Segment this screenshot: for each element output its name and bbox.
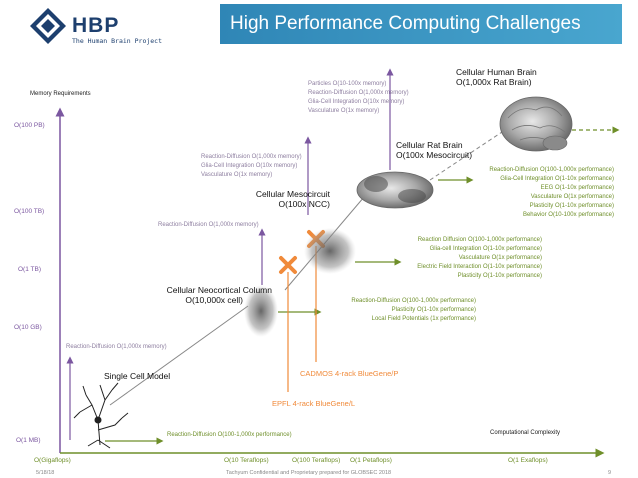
- memory-note-single-cell: Reaction-Diffusion O(1,000x memory): [66, 344, 167, 350]
- hbp-logo-icon: [28, 6, 68, 46]
- diagonal-arrow-3: [429, 129, 506, 181]
- memory-note-mesocircuit-2: Vasculature O(1x memory): [201, 172, 273, 178]
- label-neocortical-2: O(10,000x cell): [185, 295, 243, 305]
- footer-page-number: 9: [608, 470, 612, 476]
- label-rat-2: O(100x Mesocircuit): [396, 150, 473, 160]
- y-tick-1tb: O(1 TB): [18, 266, 41, 273]
- perf-note-single-cell: Reaction-Diffusion O(100-1,000x performa…: [167, 432, 292, 438]
- logo-subtitle: The Human Brain Project: [72, 37, 163, 45]
- memory-note-mesocircuit-1: Glia-Cell Integration O(10x memory): [201, 163, 298, 169]
- x-tick-gigaflops: O(Gigaflops): [34, 457, 71, 464]
- mesocircuit-image: [304, 228, 356, 274]
- perf-note-mesocircuit-0: Reaction Diffusion O(100-1,000x performa…: [417, 237, 542, 243]
- label-mesocircuit-1: Cellular Mesocircuit: [255, 189, 330, 199]
- perf-note-mesocircuit-1: Glia-cell Integration O(1-10x performanc…: [429, 246, 542, 252]
- memory-note-rat-1: Reaction-Diffusion O(1,000x memory): [308, 90, 409, 96]
- y-tick-100tb: O(100 TB): [14, 208, 45, 215]
- page-title: High Performance Computing Challenges: [220, 4, 622, 44]
- x-axis-title: Computational Complexity: [490, 430, 561, 436]
- x-tick-1-petaflops: O(1 Petaflops): [350, 457, 392, 464]
- perf-note-mesocircuit-3: Electric Field Interaction O(1-10x perfo…: [417, 264, 542, 270]
- memory-note-neocortical: Reaction-Diffusion O(1,000x memory): [158, 222, 259, 228]
- rat-brain-image: [356, 171, 434, 209]
- footer-confidential: Tachyum Confidential and Proprietary pre…: [226, 470, 392, 476]
- perf-note-rat-0: Reaction-Diffusion O(100-1,000x performa…: [489, 167, 614, 173]
- human-brain-image: [499, 96, 573, 152]
- footer-date: 5/18/18: [36, 470, 55, 476]
- y-tick-10gb: O(10 GB): [14, 324, 42, 331]
- memory-note-rat-3: Vasculature O(1x memory): [308, 108, 380, 114]
- perf-note-mesocircuit-4: Plasticity O(1-10x performance): [457, 273, 542, 279]
- memory-note-mesocircuit-0: Reaction-Diffusion O(1,000x memory): [201, 154, 302, 160]
- perf-note-rat-1: Glia-Cell Integration O(1-10x performanc…: [500, 176, 614, 182]
- memory-note-rat-0: Particles O(10-100x memory): [308, 81, 387, 87]
- label-epfl: EPFL 4-rack BlueGene/L: [272, 399, 356, 408]
- perf-note-rat-3: Vasculature O(1x performance): [530, 194, 614, 200]
- label-neocortical-1: Cellular Neocortical Column: [166, 285, 272, 295]
- y-tick-1mb: O(1 MB): [16, 437, 41, 444]
- x-tick-1-exaflops: O(1 Exaflops): [508, 457, 548, 464]
- x-tick-100-teraflops: O(100 Teraflops): [292, 457, 341, 464]
- neocortical-column-image: [244, 285, 278, 337]
- perf-note-rat-4: Plasticity O(1-10x performance): [529, 203, 614, 209]
- perf-note-rat-5: Behavior O(10-100x performance): [522, 212, 614, 218]
- label-single-cell: Single Cell Model: [104, 371, 171, 381]
- memory-note-rat-2: Glia-Cell Integration O(10x memory): [308, 99, 405, 105]
- label-human-1: Cellular Human Brain: [456, 67, 537, 77]
- y-axis-title: Memory Requirements: [30, 91, 91, 97]
- epfl-marker-icon: [279, 256, 297, 274]
- label-cadmos: CADMOS 4-rack BlueGene/P: [300, 369, 399, 378]
- label-rat-1: Cellular Rat Brain: [396, 140, 463, 150]
- perf-note-neocortical-1: Plasticity O(1-10x performance): [391, 307, 476, 313]
- label-mesocircuit-2: O(100x NCC): [278, 199, 330, 209]
- x-tick-10-teraflops: O(10 Teraflops): [224, 457, 269, 464]
- perf-note-rat-2: EEG O(1-10x performance): [540, 185, 614, 191]
- hbp-logo: [28, 6, 68, 46]
- perf-note-mesocircuit-2: Vasculature O(1x performance): [458, 255, 542, 261]
- logo-text: HBP: [72, 14, 120, 37]
- label-human-2: O(1,000x Rat Brain): [456, 77, 532, 87]
- y-tick-100pb: O(100 PB): [14, 122, 45, 129]
- perf-note-neocortical-2: Local Field Potentials (1x performance): [371, 316, 476, 322]
- diagonal-arrow-1: [109, 305, 249, 406]
- perf-note-neocortical-0: Reaction-Diffusion O(100-1,000x performa…: [351, 298, 476, 304]
- single-cell-neuron-image: [73, 382, 129, 449]
